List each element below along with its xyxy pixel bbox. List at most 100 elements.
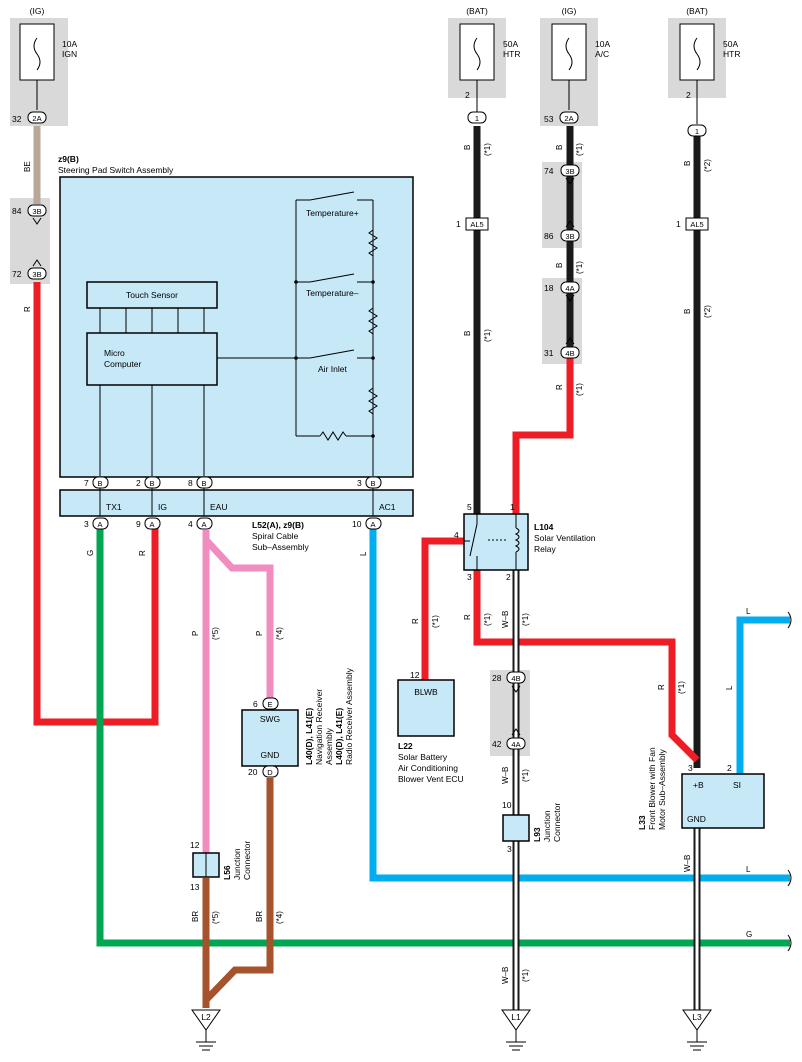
wire-red-ac xyxy=(512,358,574,516)
ground-l2-label: L2 xyxy=(201,1012,211,1022)
fuse-htr-2: (BAT) 50A HTR 2 1 xyxy=(679,6,740,137)
wlbl-p-1: P xyxy=(191,631,200,636)
relay-pin-2: 2 xyxy=(506,572,511,582)
wire-break-g xyxy=(787,934,792,952)
wlbl-r-ig: R xyxy=(138,550,147,556)
wlbl-wb-1: W–B xyxy=(501,611,510,628)
steering-switch-box xyxy=(59,176,414,478)
conn-86-pin: 86 xyxy=(544,231,554,241)
wlbl-n1-3: (*1) xyxy=(575,143,584,156)
blower-si: SI xyxy=(733,780,741,790)
fuse-htr1-rating: 50A xyxy=(503,39,518,49)
switch-temp-plus: Temperature+ xyxy=(306,208,359,218)
wlbl-b-4: B xyxy=(555,263,564,268)
conn-42-pin: 42 xyxy=(492,739,502,749)
wlbl-l-top: L xyxy=(746,607,751,616)
conn-84-name: 3B xyxy=(32,207,41,216)
micro-pin-lines xyxy=(99,357,296,476)
steering-pin-8-conn: B xyxy=(201,479,206,488)
ground-l3-label: L3 xyxy=(692,1012,702,1022)
wire-blue-si xyxy=(736,616,790,776)
blower-pin-si: 2 xyxy=(727,763,732,773)
fuse-ac-rating: 10A xyxy=(595,39,610,49)
micro-computer-label-2: Computer xyxy=(104,359,141,369)
conn-al5b-pin: 1 xyxy=(676,219,681,229)
l93-pin-bot: 3 xyxy=(507,844,512,854)
blwb-title-1: Solar Battery xyxy=(398,752,448,762)
l56-pin-bot: 13 xyxy=(190,882,200,892)
relay-pin-1: 1 xyxy=(510,502,515,512)
fuse-ign-rating: 10A xyxy=(62,39,77,49)
wlbl-l-mid: L xyxy=(746,865,751,874)
conn-42-name: 4A xyxy=(511,740,520,749)
conn-28-pin: 28 xyxy=(492,673,502,683)
radio-lbl-5: Radio Receiver Assembly xyxy=(344,667,354,765)
wlbl-b-2: B xyxy=(463,331,472,336)
fuse-htr2-name: HTR xyxy=(723,49,740,59)
wlbl-l-ac1: L xyxy=(359,551,368,556)
spiral-pin-3-conn: A xyxy=(97,520,102,529)
radio-conn-d-oval xyxy=(262,765,279,778)
conn-al5-b: AL5 1 xyxy=(676,217,709,231)
l93-title-2: Connector xyxy=(552,803,562,842)
spiral-term-tx1: TX1 xyxy=(106,502,122,512)
wlbl-wb-3: W–B xyxy=(501,967,510,984)
l93-title-1: Junction xyxy=(542,810,552,842)
relay-pin-5: 5 xyxy=(467,502,472,512)
l56-title-2: Connector xyxy=(242,841,252,880)
wlbl-n1-7: (*1) xyxy=(483,613,492,626)
fuse-ign-conn: 2A xyxy=(32,114,41,123)
radio-gnd: GND xyxy=(261,750,280,760)
wlbl-g: G xyxy=(86,550,95,556)
l93-box xyxy=(502,814,530,842)
blwb-pin: 12 xyxy=(410,670,420,680)
switch-nodes xyxy=(294,280,375,438)
wire-green xyxy=(96,526,790,947)
relay-pin-4: 4 xyxy=(454,530,459,540)
l56-pin-top: 12 xyxy=(190,840,200,850)
fuse-htr2-source: (BAT) xyxy=(686,6,708,16)
fuse-htr1-name: HTR xyxy=(503,49,520,59)
spiral-term-ac1: AC1 xyxy=(379,502,396,512)
spiral-pin-4: 4 xyxy=(188,519,193,529)
wlbl-p-2: P xyxy=(255,631,264,636)
spiral-title-1: Spiral Cable xyxy=(252,531,299,541)
ground-l1-label: L1 xyxy=(511,1012,521,1022)
wire-break-l-mid xyxy=(787,869,792,887)
wire-red-blwb xyxy=(421,537,464,680)
blwb-box xyxy=(397,679,455,737)
wlbl-wb-4: W–B xyxy=(683,855,692,872)
spiral-pin-4-conn: A xyxy=(201,520,206,529)
spiral-pin-9-conn: A xyxy=(149,520,154,529)
wlbl-be: BE xyxy=(23,161,32,172)
wire-brown-2 xyxy=(203,778,274,1003)
wlbl-n4-2: (*4) xyxy=(275,911,284,924)
conn-31-pin: 31 xyxy=(544,348,554,358)
wlbl-n1-8: (*1) xyxy=(521,613,530,626)
steering-pin-8: 8 xyxy=(188,478,193,488)
radio-swg: SWG xyxy=(260,714,280,724)
conn-72-pin: 72 xyxy=(12,269,22,279)
fuse-ign-name: IGN xyxy=(62,49,77,59)
radio-pin-d: 20 xyxy=(248,767,258,777)
steering-pin-7-conn: B xyxy=(97,479,102,488)
blower-code: L33 xyxy=(637,815,647,830)
wlbl-r-ac: R xyxy=(555,384,564,390)
conn-74-pin: 74 xyxy=(544,166,554,176)
wlbl-n5-2: (*5) xyxy=(211,911,220,924)
ground-l2: L2 xyxy=(191,1009,221,1051)
radio-conn-e-oval xyxy=(262,697,279,710)
radio-pin-e: 6 xyxy=(253,699,258,709)
blower-b-plus: +B xyxy=(693,780,704,790)
steering-title: Steering Pad Switch Assembly xyxy=(58,165,174,175)
conn-74: 3B 74 xyxy=(544,164,580,228)
wlbl-n1-2: (*1) xyxy=(483,329,492,342)
conn-86: 3B 86 xyxy=(544,229,580,242)
spiral-links xyxy=(99,488,374,516)
ground-l3: L3 xyxy=(682,1009,712,1051)
relay-title-2: Relay xyxy=(534,544,556,554)
conn-18-name: 4A xyxy=(565,284,574,293)
radio-box xyxy=(241,709,299,767)
switch-ladder xyxy=(295,191,378,476)
spiral-pin-10-conn: A xyxy=(370,520,375,529)
